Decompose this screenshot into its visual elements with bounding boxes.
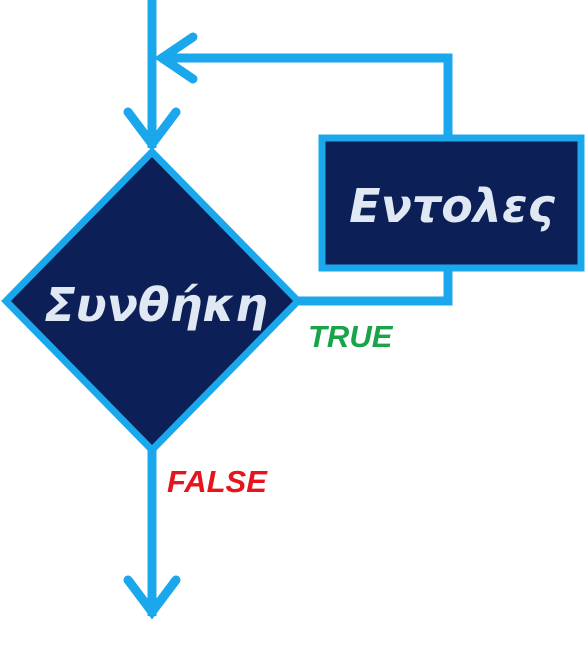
loop-back-connector xyxy=(160,53,453,138)
statements-box xyxy=(318,134,585,272)
false-label: FALSE xyxy=(167,464,268,499)
exit-arrow-head xyxy=(123,575,181,620)
statements-label: Εντολες xyxy=(349,179,555,233)
true-branch-connector xyxy=(296,268,453,306)
true-label: TRUE xyxy=(308,319,394,354)
loop-back-arrow-head xyxy=(153,32,198,84)
condition-label: Συνθήκη xyxy=(44,278,268,332)
entry-arrow-head xyxy=(123,107,181,152)
